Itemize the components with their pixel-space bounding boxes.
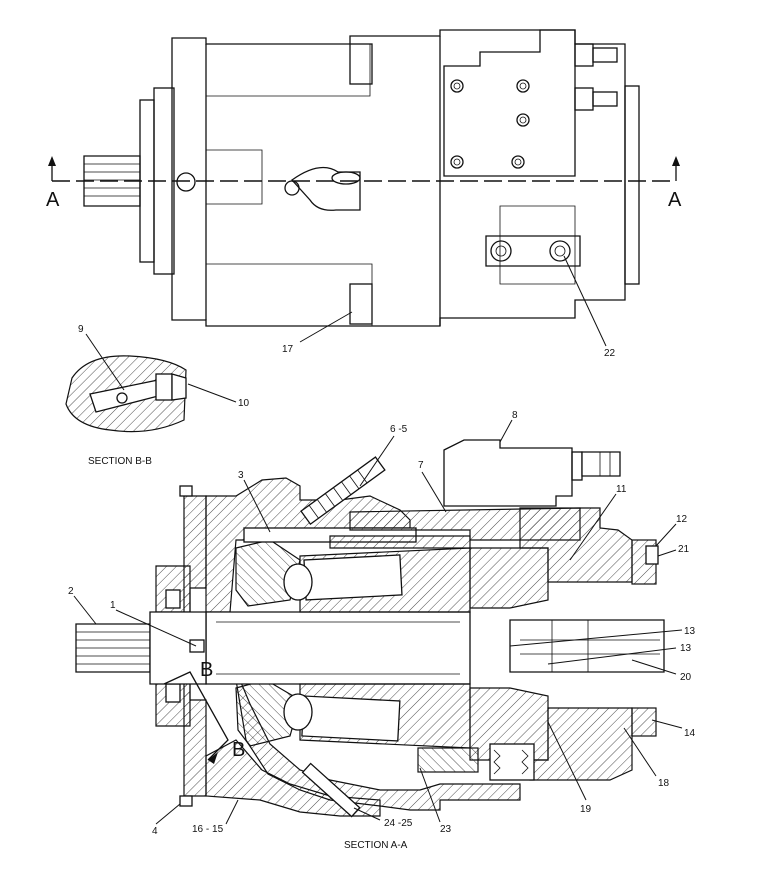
callout-17: 17 bbox=[282, 344, 294, 355]
callout-16-15: 16 - 15 bbox=[192, 824, 224, 835]
section-b-b-title: SECTION B-B bbox=[88, 456, 152, 467]
callout-11: 11 bbox=[616, 484, 627, 495]
callout-1: 1 bbox=[110, 600, 116, 611]
callout-19: 19 bbox=[580, 804, 592, 815]
callout-20: 20 bbox=[680, 672, 692, 683]
callout-7: 7 bbox=[418, 460, 424, 471]
callout-labels: 17 22 9 10 8 6 -5 7 3 11 12 21 2 1 13 13… bbox=[68, 324, 696, 837]
callout-13-upper: 13 bbox=[684, 626, 696, 637]
section-cut-label-right: A bbox=[668, 189, 682, 211]
callout-22: 22 bbox=[604, 348, 616, 359]
callout-10: 10 bbox=[238, 398, 250, 409]
section-a-a-title: SECTION A-A bbox=[344, 840, 408, 851]
callout-2: 2 bbox=[68, 586, 74, 597]
callout-3: 3 bbox=[238, 470, 244, 481]
callout-6-5: 6 -5 bbox=[390, 424, 408, 435]
section-cut-label-left: A bbox=[46, 189, 60, 211]
section-a-a-view: B B SECTION A-A bbox=[75, 439, 665, 851]
exterior-view: A A bbox=[46, 29, 682, 327]
callout-12: 12 bbox=[676, 514, 688, 525]
callout-4: 4 bbox=[152, 826, 158, 837]
callout-24-25: 24 -25 bbox=[384, 818, 413, 829]
callout-21: 21 bbox=[678, 544, 690, 555]
detail-cut-label-bottom: B bbox=[232, 739, 245, 761]
leader-lines bbox=[73, 255, 683, 825]
callout-23: 23 bbox=[440, 824, 452, 835]
callout-9: 9 bbox=[78, 324, 84, 335]
callout-18: 18 bbox=[658, 778, 670, 789]
section-b-b-view: SECTION B-B bbox=[65, 355, 187, 467]
detail-cut-label-top: B bbox=[200, 659, 213, 681]
callout-8: 8 bbox=[512, 410, 518, 421]
callout-13-lower: 13 bbox=[680, 643, 692, 654]
callout-14: 14 bbox=[684, 728, 696, 739]
